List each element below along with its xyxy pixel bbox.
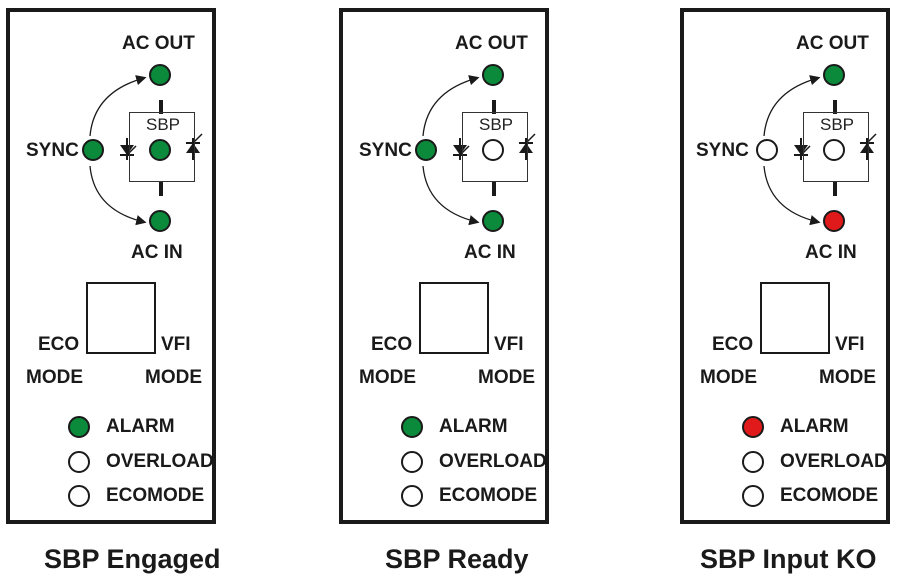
ac-in-led	[482, 210, 504, 232]
overload-label: OVERLOAD	[439, 451, 547, 472]
sync-led	[756, 139, 778, 161]
eco-label: ECO	[712, 334, 754, 355]
ac-out-led	[482, 64, 504, 86]
vfi-mode-label: MODE	[819, 367, 876, 388]
vfi-label: VFI	[494, 334, 524, 355]
sync-led	[82, 139, 104, 161]
overload-label: OVERLOAD	[106, 451, 214, 472]
sync-led	[415, 139, 437, 161]
sbp-label: SBP	[820, 115, 855, 134]
sbp-box	[129, 112, 195, 182]
sbp-box	[462, 112, 528, 182]
ac-in-label: AC IN	[131, 242, 183, 263]
connector-top	[833, 100, 837, 114]
ac-out-label: AC OUT	[455, 33, 528, 54]
ac-in-led	[823, 210, 845, 232]
vfi-mode-label: MODE	[478, 367, 535, 388]
vfi-label: VFI	[161, 334, 191, 355]
sbp-label: SBP	[479, 115, 514, 134]
vfi-mode-label: MODE	[145, 367, 202, 388]
panel-frame	[339, 8, 549, 524]
ac-in-label: AC IN	[464, 242, 516, 263]
sbp-led	[823, 139, 845, 161]
eco-mode-label: MODE	[359, 367, 416, 388]
ac-out-led	[823, 64, 845, 86]
panel-caption: SBP Ready	[385, 544, 529, 574]
eco-mode-label: MODE	[26, 367, 83, 388]
thyristor-left-icon	[453, 138, 470, 160]
thyristor-left-icon	[794, 138, 811, 160]
ecomode-led	[68, 485, 90, 507]
sync-arrows	[763, 75, 877, 226]
ac-in-label: AC IN	[805, 242, 857, 263]
thyristor-left-icon	[120, 138, 137, 160]
overload-led	[401, 451, 423, 473]
panel-caption: SBP Engaged	[44, 544, 221, 574]
alarm-led	[742, 416, 764, 438]
mode-display	[419, 282, 489, 354]
panel-sbp-engaged: AC OUT SBP SYNC AC IN ECO MODE VFI MODE …	[6, 0, 266, 584]
alarm-led	[68, 416, 90, 438]
alarm-led	[401, 416, 423, 438]
ac-in-led	[149, 210, 171, 232]
panel-caption: SBP Input KO	[700, 544, 877, 574]
mode-display	[760, 282, 830, 354]
ac-out-label: AC OUT	[122, 33, 195, 54]
connector-top	[492, 100, 496, 114]
connector-bottom	[492, 182, 496, 196]
sbp-label: SBP	[146, 115, 181, 134]
sync-label: SYNC	[359, 140, 412, 161]
ecomode-label: ECOMODE	[780, 485, 879, 506]
eco-label: ECO	[371, 334, 413, 355]
eco-mode-label: MODE	[700, 367, 757, 388]
overload-led	[68, 451, 90, 473]
overload-led	[742, 451, 764, 473]
ac-out-label: AC OUT	[796, 33, 869, 54]
connector-bottom	[159, 182, 163, 196]
ecomode-led	[401, 485, 423, 507]
ac-out-led	[149, 64, 171, 86]
ecomode-label: ECOMODE	[439, 485, 538, 506]
mode-display	[86, 282, 156, 354]
ecomode-led	[742, 485, 764, 507]
sbp-led	[149, 139, 171, 161]
alarm-label: ALARM	[439, 416, 508, 437]
sync-label: SYNC	[26, 140, 79, 161]
sbp-led	[482, 139, 504, 161]
sync-label: SYNC	[696, 140, 749, 161]
connector-bottom	[833, 182, 837, 196]
eco-label: ECO	[38, 334, 80, 355]
ecomode-label: ECOMODE	[106, 485, 205, 506]
panel-sbp-ready: AC OUT SBP SYNC AC IN ECO MODE VFI MODE …	[339, 0, 599, 584]
sync-arrows	[422, 75, 536, 226]
connector-top	[159, 100, 163, 114]
overload-label: OVERLOAD	[780, 451, 888, 472]
panel-sbp-input-ko: AC OUT SBP SYNC AC IN ECO MODE VFI MODE …	[680, 0, 901, 584]
alarm-label: ALARM	[780, 416, 849, 437]
sbp-box	[803, 112, 869, 182]
alarm-label: ALARM	[106, 416, 175, 437]
vfi-label: VFI	[835, 334, 865, 355]
